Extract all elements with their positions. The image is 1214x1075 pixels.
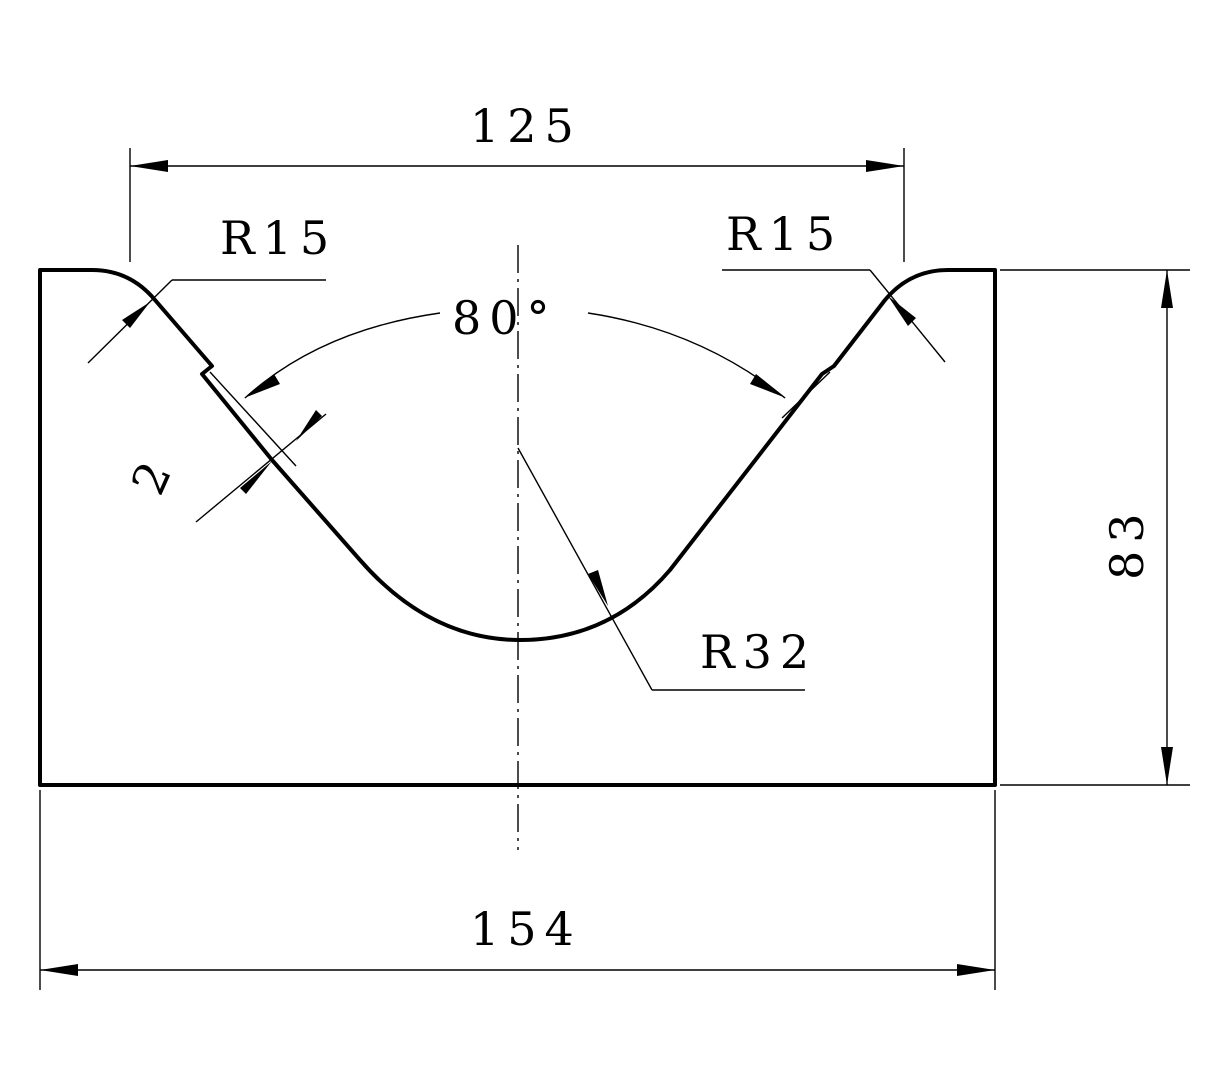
left-radius-label: R15 — [220, 211, 337, 265]
top-dim-arrow-right — [866, 160, 904, 172]
bottom-radius-arrow — [588, 570, 608, 606]
bottom-radius-label: R32 — [700, 625, 817, 679]
total-width-label: 154 — [470, 902, 582, 956]
groove-offset-label: 2 — [121, 446, 185, 502]
top-dim-arrow-left — [130, 160, 168, 172]
left-radius-arrow — [122, 302, 150, 328]
right-dim-arrow-bottom — [1161, 747, 1173, 785]
top-width-label: 125 — [470, 99, 582, 153]
left-groove-line — [209, 371, 297, 467]
bottom-radius-leader — [517, 447, 653, 691]
angle-arrow-left — [244, 374, 280, 398]
bottom-dim-arrow-left — [40, 964, 78, 976]
height-label: 83 — [1100, 505, 1154, 580]
groove-arrow-upper — [296, 410, 322, 441]
groove-arrow-lower — [240, 461, 272, 494]
right-radius-label: R15 — [726, 207, 843, 261]
angle-label: 80° — [452, 291, 558, 345]
part-outline — [38, 268, 997, 787]
angle-arrow-right — [750, 374, 786, 398]
bottom-dim-arrow-right — [957, 964, 995, 976]
right-radius-arrow — [888, 296, 916, 326]
right-dim-arrow-top — [1161, 270, 1173, 308]
right-groove-line — [781, 371, 831, 419]
